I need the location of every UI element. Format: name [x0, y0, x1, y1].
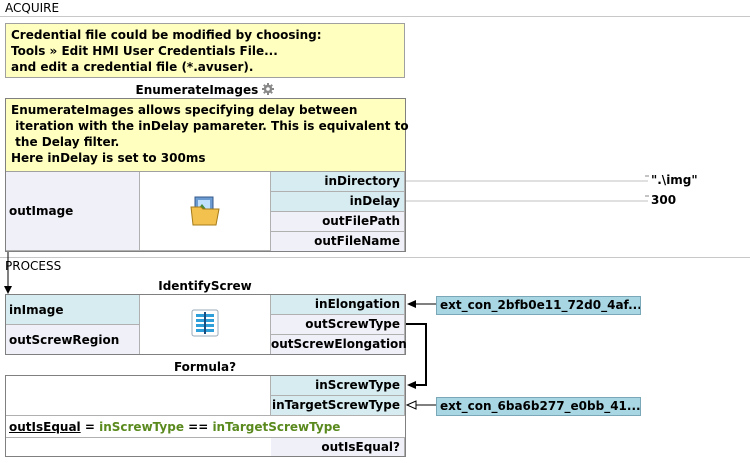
port-out-screw-region[interactable]: outScrewRegion	[6, 325, 140, 354]
port-in-image[interactable]: inImage	[6, 295, 140, 325]
enumerate-icon-cell	[140, 172, 271, 251]
in-directory-value[interactable]: ".\img"	[651, 173, 698, 187]
ext-input-target-screw-type[interactable]: ext_con_6ba6b277_e0bb_41...	[436, 397, 641, 416]
expr-assign: =	[80, 420, 100, 434]
expr-operator: ==	[183, 420, 213, 434]
section-acquire: ACQUIRE	[5, 1, 60, 15]
port-in-target-screw-type[interactable]: inTargetScrewType	[271, 396, 405, 416]
in-delay-value[interactable]: 300	[651, 193, 677, 207]
formula-empty-cell	[6, 376, 271, 416]
section-process: PROCESS	[5, 259, 62, 273]
port-out-image[interactable]: outImage	[6, 172, 140, 251]
port-in-directory[interactable]: inDirectory	[271, 172, 405, 192]
port-out-image-label: outImage	[9, 204, 74, 218]
port-out-screw-elongation[interactable]: outScrewElongation	[271, 335, 407, 354]
expr-output: outIsEqual	[9, 420, 81, 434]
section-divider	[0, 257, 750, 258]
port-in-screw-type[interactable]: inScrewType	[271, 376, 405, 396]
enumerate-title[interactable]: EnumerateImages	[5, 83, 405, 97]
formula-block[interactable]: inScrewType inTargetScrewType outIsEqual…	[5, 375, 406, 457]
section-divider	[0, 16, 750, 17]
enumerate-title-label: EnumerateImages	[135, 83, 259, 97]
port-out-file-path[interactable]: outFilePath	[271, 212, 405, 232]
identify-filter-icon	[191, 309, 219, 337]
port-out-screw-type[interactable]: outScrewType	[271, 315, 405, 335]
port-in-image-label: inImage	[9, 302, 64, 317]
identify-block[interactable]: inImage outScrewRegion inElongation outS…	[5, 294, 407, 355]
enumerate-note[interactable]: EnumerateImages allows specifying delay …	[6, 99, 409, 172]
link-screw-type	[406, 323, 427, 386]
enumerate-block[interactable]: EnumerateImages allows specifying delay …	[5, 98, 409, 252]
expr-operand-a: inScrewType	[99, 420, 184, 434]
identify-icon-cell	[140, 295, 271, 354]
identify-title[interactable]: IdentifyScrew	[158, 279, 252, 293]
credential-note[interactable]: Credential file could be modified by cho…	[5, 23, 405, 78]
folder-images-icon	[189, 195, 221, 227]
arrow-in-screw-type	[407, 381, 416, 389]
port-in-elongation[interactable]: inElongation	[271, 295, 405, 315]
arrow-in-elongation	[407, 300, 416, 308]
port-out-file-name[interactable]: outFileName	[271, 232, 405, 251]
port-out-screw-region-label: outScrewRegion	[9, 332, 120, 347]
formula-expression[interactable]: outIsEqual = inScrewType == inTargetScre…	[6, 416, 405, 438]
arrow-in-target-screw-type	[405, 400, 417, 410]
port-out-is-equal[interactable]: outIsEqual?	[271, 438, 405, 456]
ext-input-elongation[interactable]: ext_con_2bfb0e11_72d0_4af...	[436, 296, 641, 315]
formula-title[interactable]: Formula?	[173, 360, 237, 374]
gear-icon[interactable]	[262, 83, 275, 95]
expr-operand-b: inTargetScrewType	[212, 420, 341, 434]
port-in-delay[interactable]: inDelay	[271, 192, 405, 212]
